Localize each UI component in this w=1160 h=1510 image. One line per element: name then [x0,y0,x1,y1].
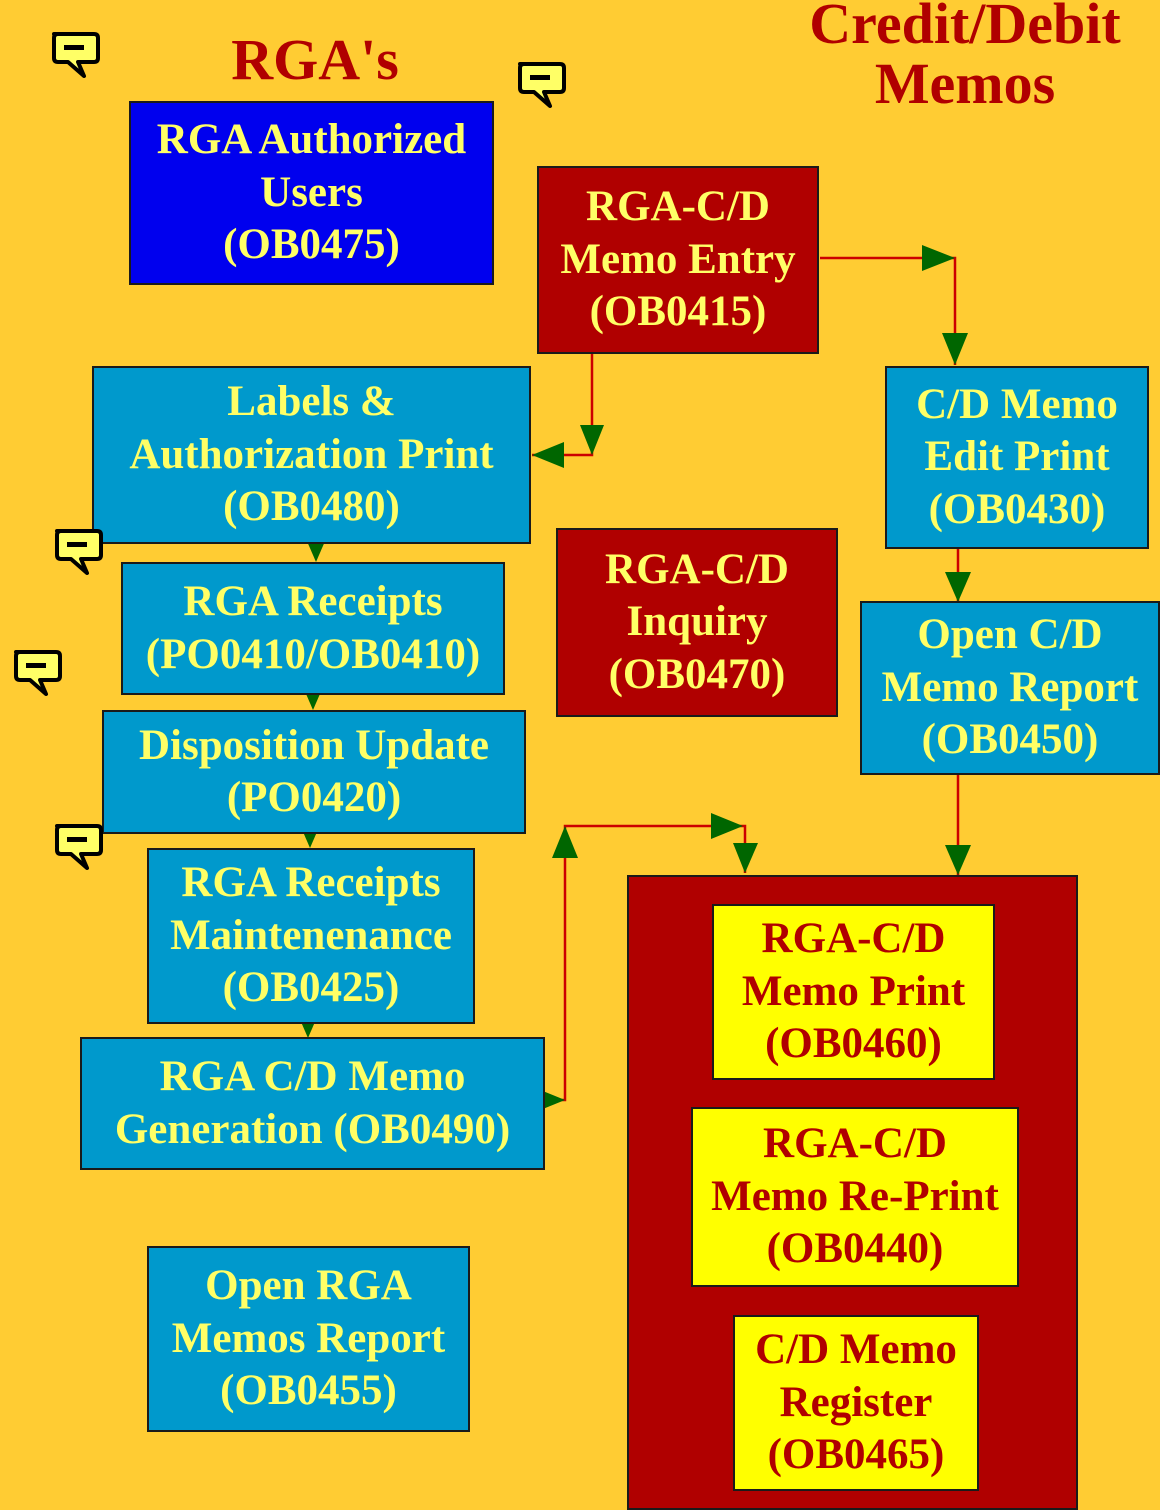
rga-cd-inquiry-box[interactable]: RGA-C/D Inquiry (OB0470) [556,528,838,717]
arrowhead [580,425,604,455]
rga-cd-memo-reprint-box[interactable]: RGA-C/D Memo Re-Print (OB0440) [691,1107,1019,1287]
arrowhead [945,572,971,602]
arrowhead [942,333,968,365]
comment-bubble-icon[interactable] [48,28,100,80]
arrow-entry-to-labels [532,352,594,457]
arrowhead [532,442,564,468]
rgas-title: RGA's [231,27,399,92]
disposition-update-box[interactable]: Disposition Update (PO0420) [102,710,526,834]
comment-bubble-icon[interactable] [514,58,566,110]
arrowhead [945,845,971,875]
rga-cd-memo-generation-box[interactable]: RGA C/D Memo Generation (OB0490) [80,1037,545,1170]
credit-debit-memos-title: Credit/Debit Memos [809,0,1121,117]
rga-receipts-maintenance-box[interactable]: RGA Receipts Maintenenance (OB0425) [147,848,475,1024]
rga-cd-memo-print-box[interactable]: RGA-C/D Memo Print (OB0460) [712,904,995,1080]
comment-bubble-icon[interactable] [10,646,62,698]
labels-authorization-print-box[interactable]: Labels & Authorization Print (OB0480) [92,366,531,544]
arrowhead [922,245,955,271]
rga-cd-memo-entry-box[interactable]: RGA-C/D Memo Entry (OB0415) [537,166,819,354]
comment-bubble-icon[interactable] [51,820,103,872]
arrowhead [711,813,743,839]
open-cd-memo-report-box[interactable]: Open C/D Memo Report (OB0450) [860,601,1160,775]
rga-authorized-users-box[interactable]: RGA Authorized Users (OB0475) [129,101,494,285]
comment-bubble-icon[interactable] [51,525,103,577]
arrowhead [552,826,578,858]
open-rga-memos-report-box[interactable]: Open RGA Memos Report (OB0455) [147,1246,470,1432]
rga-receipts-box[interactable]: RGA Receipts (PO0410/OB0410) [121,562,505,695]
cd-memo-register-box[interactable]: C/D Memo Register (OB0465) [733,1315,979,1491]
arrow-entry-to-edit-print [820,256,957,365]
arrowhead [733,843,758,873]
cd-memo-edit-print-box[interactable]: C/D Memo Edit Print (OB0430) [885,366,1149,549]
